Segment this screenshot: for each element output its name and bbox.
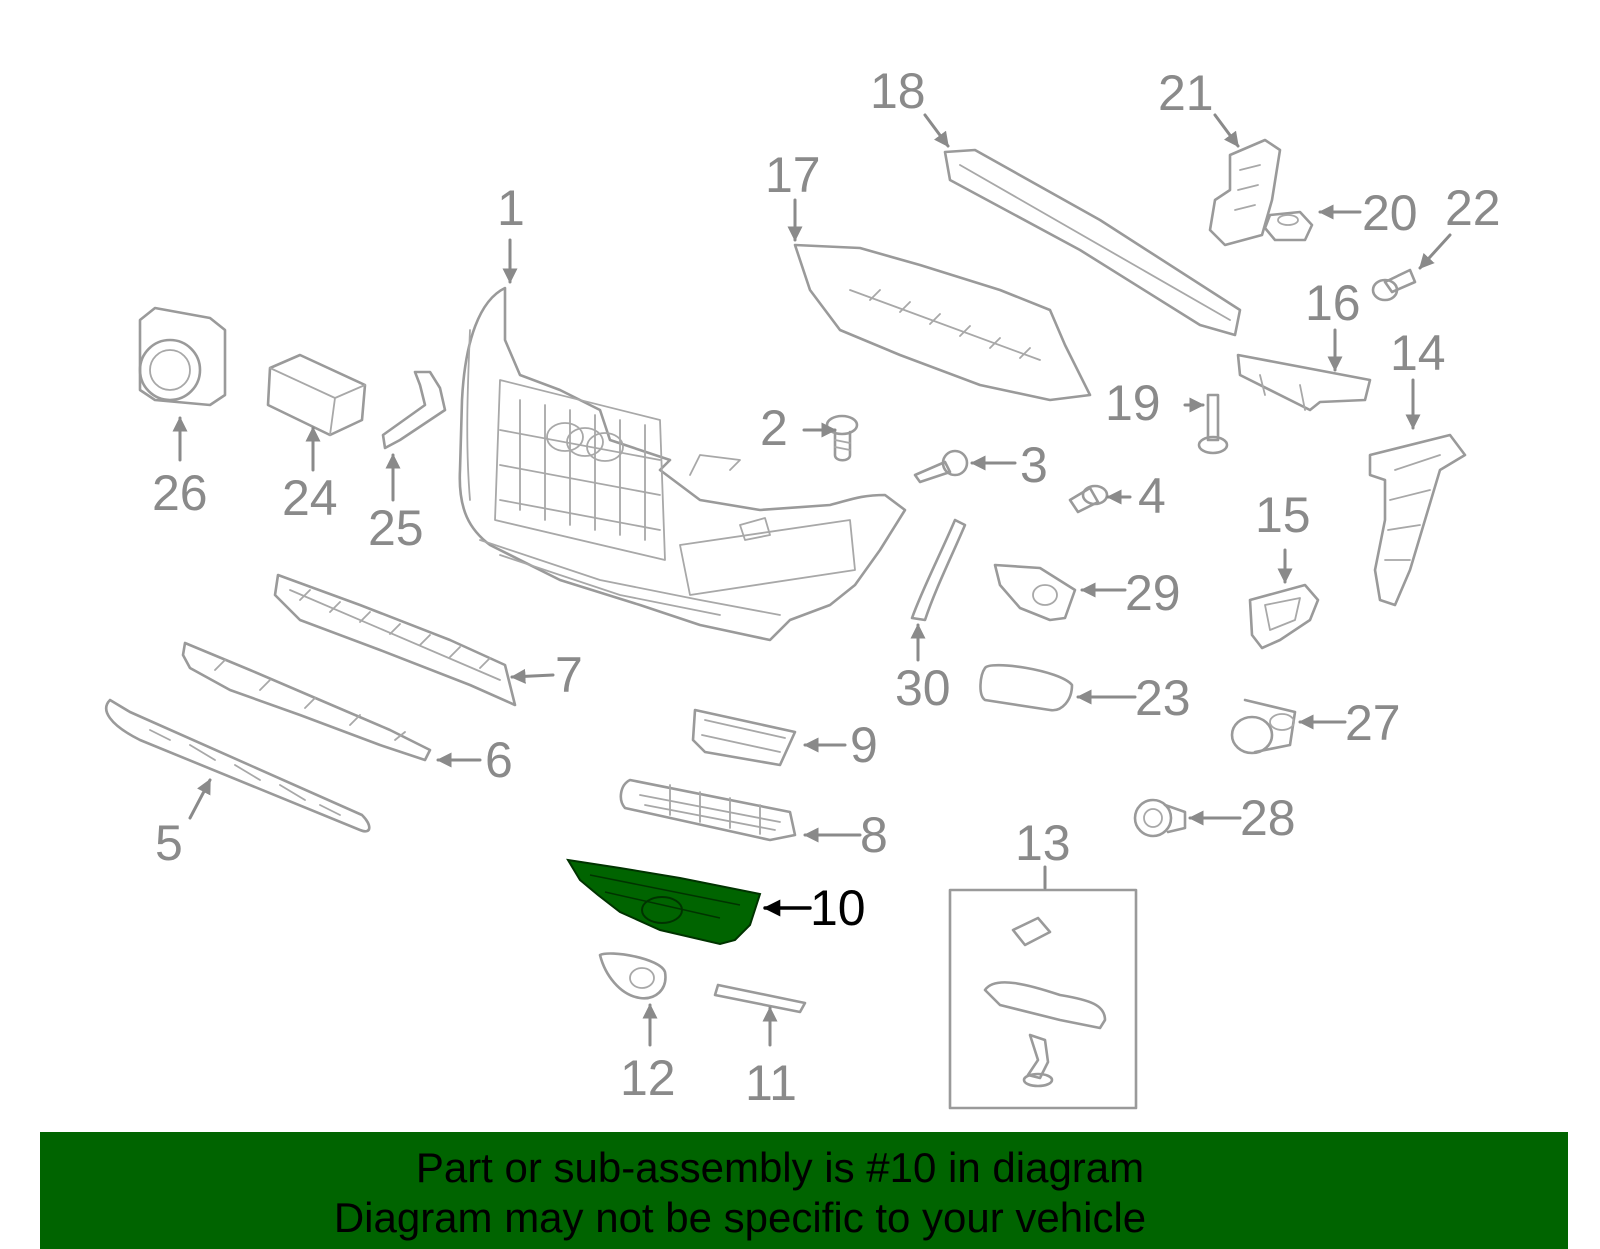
callout-20: 20: [1362, 185, 1418, 241]
callout-9: 9: [850, 717, 878, 773]
callout-8: 8: [860, 807, 888, 863]
callout-29: 29: [1125, 565, 1181, 621]
callout-1: 1: [497, 180, 525, 236]
part-15-guide[interactable]: [1248, 583, 1320, 650]
part-30-molding[interactable]: [910, 518, 967, 622]
callout-7: 7: [555, 647, 583, 703]
info-banner: Part or sub-assembly is #10 in diagram D…: [40, 1132, 1568, 1249]
part-14-side-bracket[interactable]: [1368, 433, 1467, 607]
callout-25: 25: [368, 500, 424, 556]
part-23-cover[interactable]: [979, 663, 1074, 712]
part-16-mount[interactable]: [1236, 353, 1372, 412]
part-19-bolt[interactable]: [1197, 393, 1229, 455]
callout-19: 19: [1105, 375, 1161, 431]
part-12-bezel[interactable]: [598, 952, 667, 1000]
part-18-beam[interactable]: [943, 148, 1242, 337]
part-10-grille-trim-highlighted[interactable]: [566, 858, 762, 946]
callout-6: 6: [485, 732, 513, 788]
callout-18: 18: [870, 63, 926, 119]
part-9-bracket[interactable]: [691, 708, 797, 767]
part-22-bolt[interactable]: [1371, 268, 1417, 302]
callout-14: 14: [1390, 325, 1446, 381]
callout-17: 17: [765, 147, 821, 203]
callout-30: 30: [895, 660, 951, 716]
leader-arrows: [172, 113, 1452, 1047]
part-5-lower-trim[interactable]: [105, 698, 371, 833]
callout-23: 23: [1135, 670, 1191, 726]
part-28-retainer[interactable]: [1133, 798, 1187, 838]
callout-labels: 1 2 3 4 5 6 7 8 9 10 11 12 13 14 15 16 1…: [152, 63, 1501, 1111]
callout-3: 3: [1020, 437, 1048, 493]
part-2-bolt[interactable]: [825, 414, 859, 462]
callout-28: 28: [1240, 790, 1296, 846]
callout-5: 5: [155, 815, 183, 871]
callout-21: 21: [1158, 65, 1214, 121]
callout-16: 16: [1305, 275, 1361, 331]
callout-4: 4: [1138, 468, 1166, 524]
callout-13: 13: [1015, 815, 1071, 871]
part-26-sensor[interactable]: [138, 306, 227, 407]
part-20-nut[interactable]: [1263, 210, 1314, 242]
part-8-grille-insert[interactable]: [619, 778, 797, 842]
callout-2: 2: [760, 400, 788, 456]
callout-22: 22: [1445, 180, 1501, 236]
part-29-vent-trim[interactable]: [993, 563, 1077, 622]
part-21-bracket[interactable]: [1208, 138, 1282, 247]
callout-24: 24: [282, 470, 338, 526]
callout-27: 27: [1345, 695, 1401, 751]
part-27-park-sensor[interactable]: [1230, 698, 1297, 755]
part-17-absorber[interactable]: [793, 243, 1092, 402]
part-13-kit-box[interactable]: [948, 888, 1138, 1110]
part-6-lower-grille[interactable]: [181, 641, 432, 762]
part-7-absorber-strip[interactable]: [273, 573, 517, 707]
callout-15: 15: [1255, 487, 1311, 543]
banner-disclaimer: Diagram may not be specific to your vehi…: [333, 1194, 1147, 1241]
banner-part-note: Part or sub-assembly is #10 in diagram: [415, 1144, 1145, 1191]
part-11-trim-strip[interactable]: [713, 983, 807, 1014]
part-4-plug[interactable]: [1068, 484, 1109, 514]
callout-12: 12: [620, 1050, 676, 1106]
part-25-bracket[interactable]: [381, 370, 447, 450]
callout-11: 11: [745, 1055, 797, 1111]
part-24-module[interactable]: [266, 353, 367, 437]
callout-26: 26: [152, 465, 208, 521]
callout-10-highlighted: 10: [810, 880, 866, 936]
part-3-screw[interactable]: [913, 449, 969, 484]
part-1-bumper-cover[interactable]: [458, 286, 907, 642]
